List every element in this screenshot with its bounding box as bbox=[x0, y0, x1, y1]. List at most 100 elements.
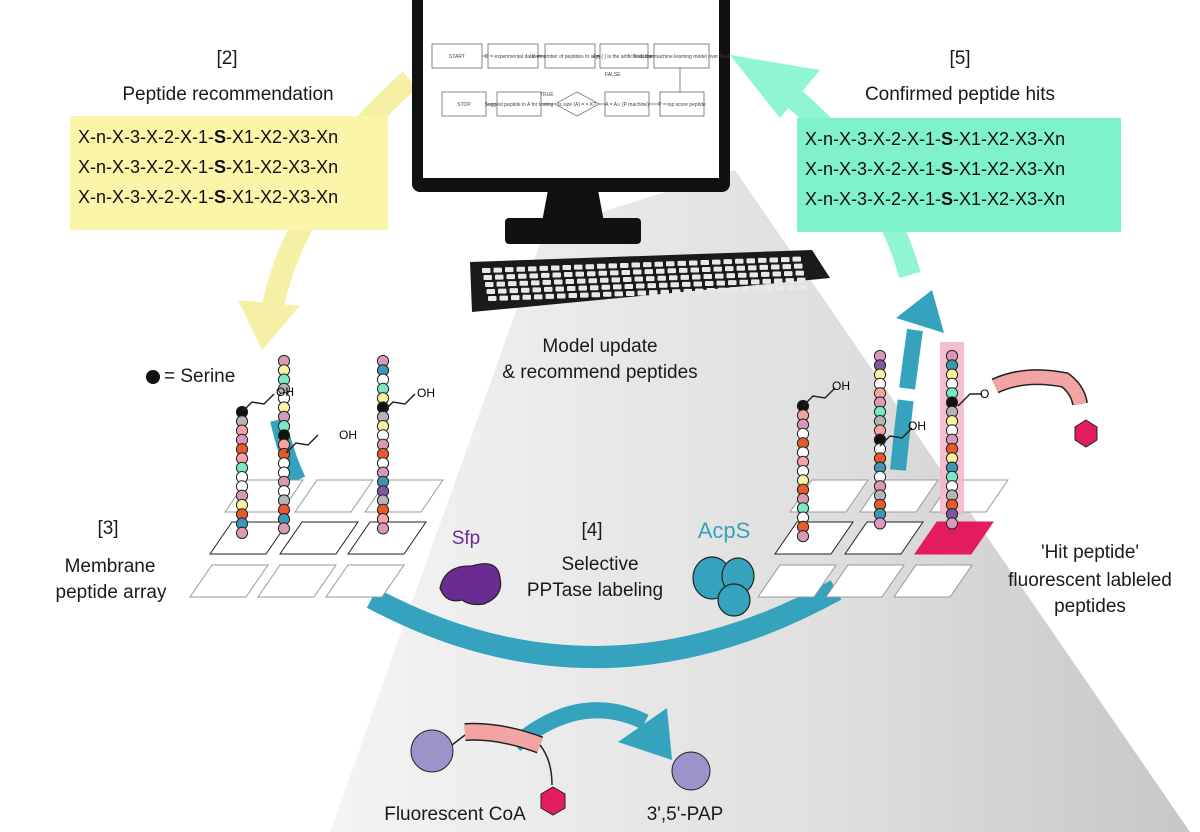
keyboard-key bbox=[713, 266, 722, 272]
keyboard-key bbox=[703, 274, 712, 280]
keyboard-key bbox=[554, 279, 563, 285]
step4-line2: PPTase labeling bbox=[526, 580, 664, 601]
hit-fluorophore-hexagon bbox=[1074, 419, 1098, 448]
flow-false-label: FALSE bbox=[605, 72, 621, 78]
sequence-serine: S bbox=[214, 187, 227, 207]
keyboard-key bbox=[682, 281, 691, 287]
teal-bottom-arc bbox=[366, 580, 842, 669]
flow-box-bottom-label: STOP bbox=[457, 102, 471, 108]
sequence-line: X-n-X-3-X-2-X-1-S-X1-X2-X3-Xn bbox=[805, 124, 1113, 154]
keyboard-key bbox=[621, 269, 630, 275]
flow-box-bottom-label: Suggest peptide in A for testing bbox=[485, 102, 554, 108]
membrane-cell bbox=[189, 564, 269, 598]
keyboard-key bbox=[608, 263, 617, 269]
keyboard-key bbox=[613, 284, 622, 290]
flow-box-top-label: K = number of peptides to suggest bbox=[532, 54, 609, 60]
keyboard-key bbox=[660, 289, 669, 295]
keyboard-key bbox=[562, 265, 571, 271]
step4-number: [4] bbox=[581, 520, 603, 541]
step3-line1: Membrane bbox=[64, 556, 156, 577]
keyboard-key bbox=[683, 288, 692, 294]
keyboard-key bbox=[516, 266, 525, 272]
keyboard-key bbox=[505, 267, 514, 273]
membrane-cell bbox=[347, 521, 427, 555]
membrane-cell bbox=[325, 564, 405, 598]
sequence-prefix: X-n-X-3-X-2-X-1- bbox=[805, 129, 942, 149]
sequence-suffix: -X1-X2-X3-Xn bbox=[226, 127, 339, 147]
flow-box-top-label: A = { } is the artificial dataset bbox=[593, 54, 657, 60]
step3-number: [3] bbox=[97, 518, 119, 539]
keyboard-key bbox=[574, 264, 583, 270]
keyboard-key bbox=[735, 258, 744, 264]
keyboard-key bbox=[758, 257, 767, 263]
keyboard-key bbox=[508, 281, 517, 287]
keyboard-key bbox=[591, 292, 600, 298]
fluorescent-coa-label: Fluorescent CoA bbox=[384, 804, 526, 825]
sfp-label: Sfp bbox=[451, 528, 481, 549]
keyboard-key bbox=[637, 290, 646, 296]
residue-bead bbox=[376, 522, 390, 535]
keyboard-key bbox=[772, 271, 781, 277]
keyboard-key bbox=[718, 287, 727, 293]
acps-enzyme bbox=[692, 556, 755, 617]
keyboard-key bbox=[693, 281, 702, 287]
keyboard-key bbox=[552, 272, 561, 278]
residue-bead bbox=[945, 517, 959, 530]
keyboard-key bbox=[575, 271, 584, 277]
hit-linker bbox=[957, 393, 982, 407]
sequence-line: X-n-X-3-X-2-X-1-S-X1-X2-X3-Xn bbox=[805, 184, 1113, 214]
keyboard-key bbox=[729, 287, 738, 293]
keyboard-key bbox=[623, 276, 632, 282]
oh-label-4: OH bbox=[832, 379, 850, 393]
step5-number: [5] bbox=[949, 48, 971, 69]
keyboard-key bbox=[679, 267, 688, 273]
membrane-cell bbox=[844, 521, 924, 555]
light-beam bbox=[330, 170, 1190, 832]
sequence-suffix: -X1-X2-X3-Xn bbox=[953, 159, 1066, 179]
monitor-screen bbox=[423, 0, 719, 178]
keyboard-key bbox=[509, 288, 518, 294]
serine-legend: = Serine bbox=[164, 366, 236, 387]
monitor-stand bbox=[505, 218, 641, 244]
flow-true-label: TRUE bbox=[540, 92, 554, 98]
acps-label: AcpS bbox=[697, 518, 751, 543]
keyboard-key bbox=[702, 267, 711, 273]
membrane-cell bbox=[789, 479, 869, 513]
keyboard-key bbox=[792, 256, 801, 262]
keyboard-key bbox=[775, 285, 784, 291]
keyboard-key bbox=[590, 285, 599, 291]
keyboard-key bbox=[739, 279, 748, 285]
keyboard-key bbox=[670, 282, 679, 288]
keyboard-key bbox=[787, 285, 796, 291]
keyboard-key bbox=[634, 276, 643, 282]
keyboard-key bbox=[706, 288, 715, 294]
sfp-enzyme bbox=[439, 563, 502, 606]
keyboard-key bbox=[636, 283, 645, 289]
keyboard-key bbox=[712, 259, 721, 265]
keyboard-key bbox=[677, 260, 686, 266]
keyboard-key bbox=[649, 290, 658, 296]
keyboard-key bbox=[769, 257, 778, 263]
residue-bead bbox=[796, 530, 810, 543]
teal-up-arrowhead bbox=[896, 290, 944, 333]
sequence-suffix: -X1-X2-X3-Xn bbox=[953, 129, 1066, 149]
flow-box-top bbox=[431, 43, 483, 69]
sequence-serine: S bbox=[214, 127, 227, 147]
oh-label-3: OH bbox=[339, 428, 357, 442]
keyboard-key bbox=[764, 285, 773, 291]
keyboard-key bbox=[542, 279, 551, 285]
keyboard-key bbox=[795, 270, 804, 276]
keyboard-key bbox=[614, 291, 623, 297]
keyboard-key bbox=[798, 284, 807, 290]
keyboard-key bbox=[748, 265, 757, 271]
flow-box-bottom-label: A = A∪ {P machine} bbox=[605, 102, 649, 108]
residue-bead bbox=[873, 517, 887, 530]
keyboard-key bbox=[752, 286, 761, 292]
teal-up-arrow-stroke bbox=[890, 328, 923, 471]
keyboard-key bbox=[539, 265, 548, 271]
sequence-prefix: X-n-X-3-X-2-X-1- bbox=[78, 157, 215, 177]
keyboard-key bbox=[692, 274, 701, 280]
membrane-cell bbox=[757, 564, 837, 598]
keyboard-key bbox=[486, 289, 495, 294]
